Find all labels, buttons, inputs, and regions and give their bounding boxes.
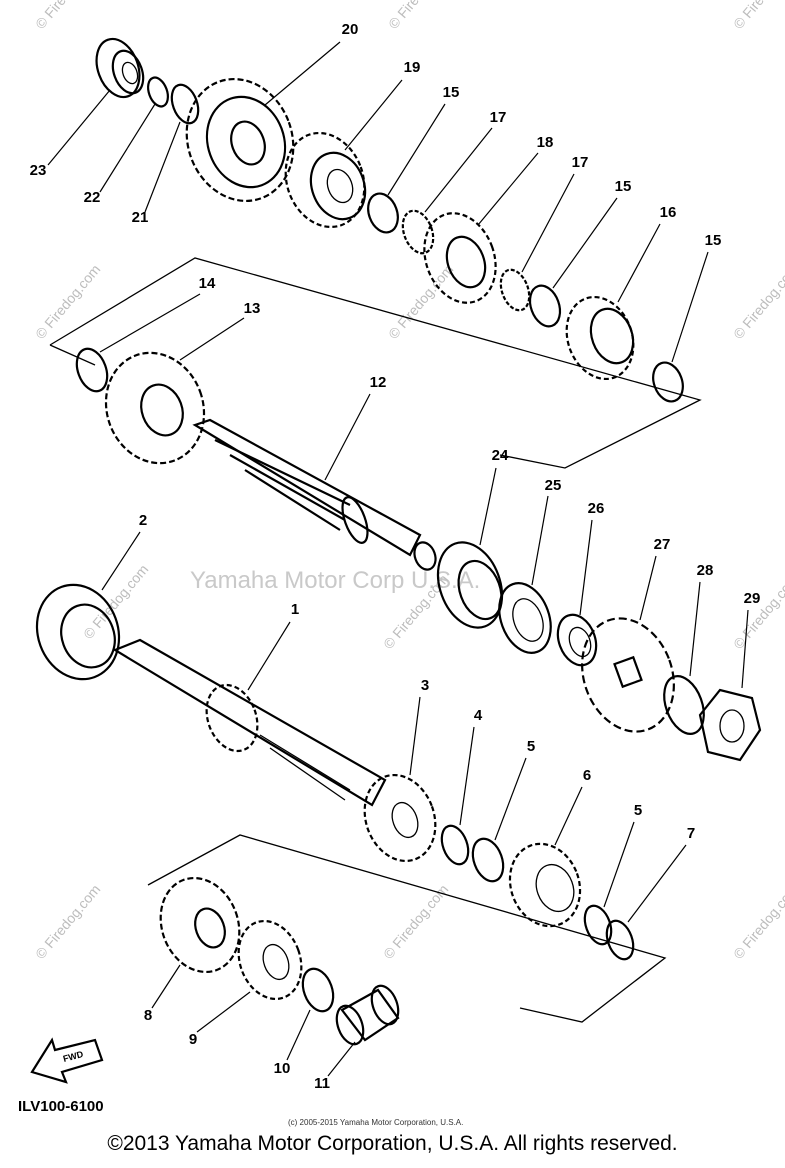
watermark-site: © Firedog.com	[80, 561, 151, 642]
sprocket-27	[581, 617, 675, 733]
gear-19	[284, 131, 367, 229]
callout-9: 9	[189, 1031, 197, 1048]
callout-23: 23	[30, 162, 47, 179]
washer-21	[170, 83, 200, 125]
bearing-2	[35, 583, 121, 681]
callout-27: 27	[654, 536, 671, 553]
circlip-15c	[652, 361, 684, 403]
lock-washer-28	[663, 675, 705, 735]
circlip-5a	[471, 837, 505, 883]
forward-arrow-icon: FWD	[30, 1037, 104, 1084]
callout-7: 7	[687, 825, 695, 842]
fwd-label: FWD	[62, 1049, 85, 1064]
gear-16	[565, 295, 635, 381]
watermark-site: © Firedog.com	[385, 0, 456, 32]
watermark-site: © Firedog.com	[730, 571, 785, 652]
callout-5: 5	[634, 802, 642, 819]
callout-20: 20	[342, 21, 359, 38]
gear-20	[185, 77, 295, 203]
callout-25: 25	[545, 477, 562, 494]
oil-seal-25	[498, 582, 552, 654]
watermark-site: © Firedog.com	[730, 261, 785, 342]
callout-10: 10	[274, 1060, 291, 1077]
gear-3	[363, 773, 437, 863]
bearing-11	[335, 984, 400, 1046]
drive-axle-1	[112, 638, 387, 807]
callout-19: 19	[404, 59, 421, 76]
watermark-site: © Firedog.com	[385, 261, 456, 342]
drawing-code: ILV100-6100	[18, 1098, 104, 1115]
copyright-notice: ©2013 Yamaha Motor Corporation, U.S.A. A…	[107, 1132, 678, 1155]
washer-17b	[499, 268, 531, 312]
callout-6: 6	[583, 767, 591, 784]
callout-15: 15	[705, 232, 722, 249]
callout-26: 26	[588, 500, 605, 517]
gear-8	[159, 876, 241, 974]
gear-9	[237, 919, 303, 1001]
watermark-site: © Firedog.com	[32, 881, 103, 962]
small-credit: (c) 2005-2015 Yamaha Motor Corporation, …	[288, 1118, 463, 1127]
washer-22	[147, 76, 169, 108]
callout-11: 11	[314, 1075, 330, 1092]
circlip-15a	[367, 192, 399, 234]
watermark-center: Yamaha Motor Corp U.S.A.	[190, 567, 480, 594]
callout-15: 15	[443, 84, 460, 101]
callout-13: 13	[244, 300, 261, 317]
transmission-exploded-diagram: Yamaha Motor Corp U.S.A. © Firedog.com ©…	[18, 0, 785, 1127]
washer-10	[301, 967, 335, 1013]
callout-8: 8	[144, 1007, 152, 1024]
callout-1: 1	[291, 601, 299, 618]
watermark-site: © Firedog.com	[32, 0, 103, 32]
callout-labels: 2019151718171516152322211413122425262728…	[30, 21, 761, 1092]
watermark-layer: Yamaha Motor Corp U.S.A. © Firedog.com ©…	[32, 0, 785, 962]
group-bracket-upper	[49, 257, 702, 469]
callout-16: 16	[660, 204, 677, 221]
watermark-site: © Firedog.com	[730, 0, 785, 32]
collar-26	[556, 613, 598, 667]
callout-17: 17	[490, 109, 507, 126]
bearing-24	[436, 541, 504, 629]
gear-6	[508, 842, 582, 928]
washer-14	[75, 347, 109, 393]
group-bracket-lower	[147, 834, 667, 1023]
washer-17a	[401, 209, 435, 255]
gear-18	[423, 212, 497, 304]
washer-4	[440, 824, 470, 866]
callout-2: 2	[139, 512, 147, 529]
callout-21: 21	[132, 209, 149, 226]
nut-29	[698, 688, 762, 762]
callout-28: 28	[697, 562, 714, 579]
leader-lines	[47, 41, 749, 1077]
bearing-23	[95, 37, 145, 99]
callout-4: 4	[474, 707, 483, 724]
watermark-site: © Firedog.com	[730, 881, 785, 962]
callout-24: 24	[492, 447, 509, 464]
callout-18: 18	[537, 134, 554, 151]
callout-14: 14	[199, 275, 216, 292]
gear-13	[104, 351, 206, 465]
circlip-5b	[583, 904, 613, 946]
callout-5: 5	[527, 738, 535, 755]
callout-29: 29	[744, 590, 761, 607]
callout-17: 17	[572, 154, 589, 171]
circlip-15b	[528, 284, 562, 328]
callout-12: 12	[370, 374, 387, 391]
circlip-7	[605, 919, 635, 961]
callout-22: 22	[84, 189, 101, 206]
callout-3: 3	[421, 677, 429, 694]
watermark-site: © Firedog.com	[32, 261, 103, 342]
callout-15: 15	[615, 178, 632, 195]
main-axle-12	[192, 418, 437, 571]
